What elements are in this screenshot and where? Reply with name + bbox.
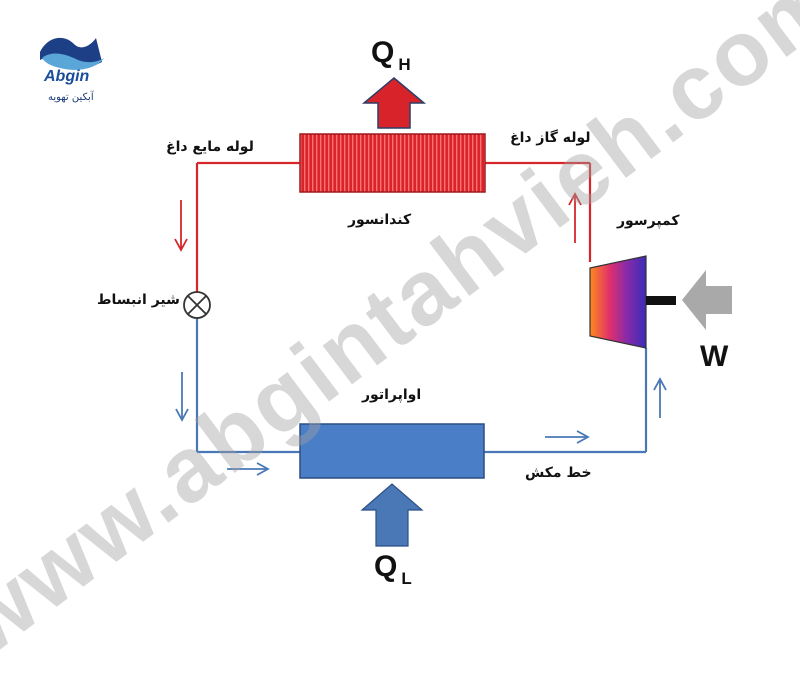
heat-out-subscript: H xyxy=(398,55,411,74)
work-label: W xyxy=(700,340,728,374)
hot-liquid-line xyxy=(195,161,300,292)
evaporator xyxy=(299,423,485,479)
expansion-valve-icon xyxy=(183,291,211,319)
flow-arrow-down-hot xyxy=(174,200,188,252)
condenser-label: کندانسور xyxy=(348,212,412,228)
flow-arrow-right-inlet xyxy=(227,462,270,476)
suction-line xyxy=(484,348,648,454)
suction-line-label: خط مکش xyxy=(525,465,592,481)
heat-in-arrow xyxy=(360,483,424,547)
compressor xyxy=(589,255,676,349)
logo-name: Abgin xyxy=(44,68,90,85)
evaporator-label: اواپراتور xyxy=(362,387,422,403)
flow-arrow-up-hot xyxy=(568,192,582,243)
work-symbol: W xyxy=(700,340,729,373)
heat-out-arrow xyxy=(361,77,427,129)
refrigeration-cycle-diagram xyxy=(40,37,732,547)
hot-gas-line-label: لوله گاز داغ xyxy=(510,130,591,146)
compressor-label: کمپرسور xyxy=(617,213,680,229)
flow-arrow-right-suction xyxy=(545,430,590,444)
flow-arrow-up-cold xyxy=(653,377,667,418)
heat-in-subscript: L xyxy=(401,569,412,588)
condenser xyxy=(299,133,486,193)
logo-tagline: آبکین تهویه xyxy=(48,92,94,103)
heat-out-symbol: Q xyxy=(371,36,395,69)
flow-arrow-down-cold xyxy=(175,372,189,422)
hot-liquid-line-label: لوله مایع داغ xyxy=(166,139,254,155)
hot-gas-line xyxy=(485,161,592,262)
logo-icon xyxy=(40,37,104,70)
heat-in-symbol: Q xyxy=(374,550,398,583)
work-arrow xyxy=(682,270,732,330)
expansion-valve-label: شیر انبساط xyxy=(97,292,180,308)
evaporator-inlet-line xyxy=(195,318,300,454)
